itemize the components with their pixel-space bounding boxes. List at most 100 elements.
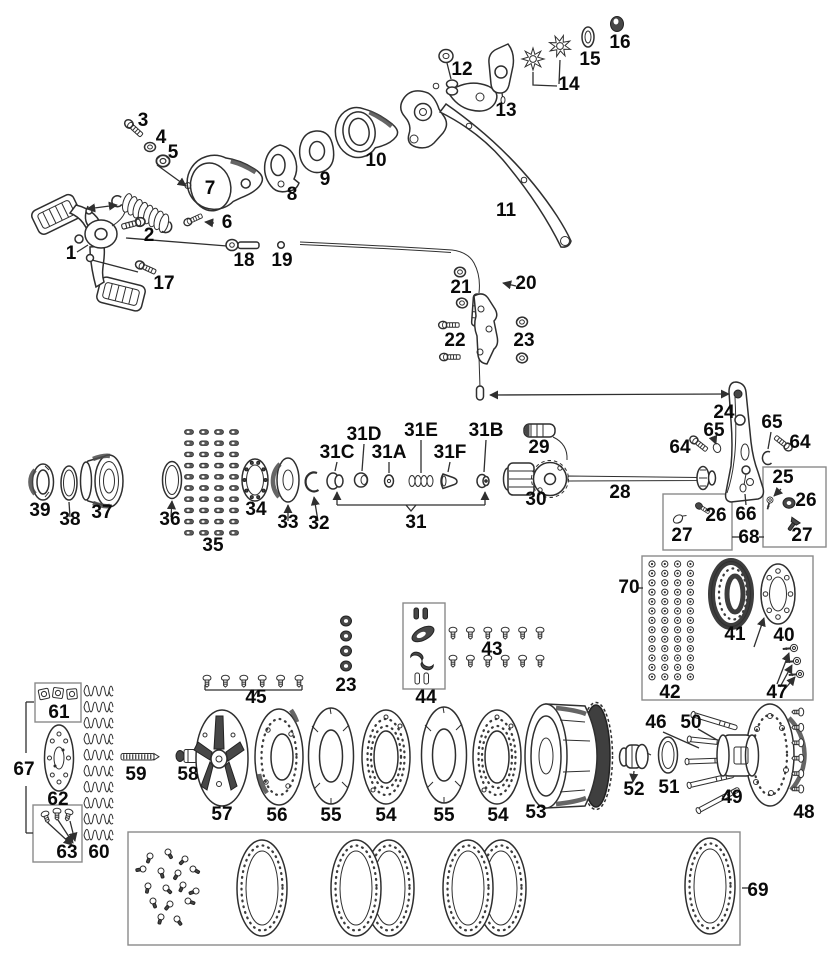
part-11-bracket-arm — [400, 82, 572, 248]
callout-46: 46 — [645, 712, 666, 733]
part-1-pedal-assembly — [31, 193, 146, 312]
part-49-hub — [684, 703, 807, 815]
part-42-ball-set — [648, 560, 694, 681]
leader-25 — [773, 486, 784, 497]
callout-37: 37 — [91, 502, 112, 523]
part-31F-keeper — [440, 473, 458, 490]
part-36-ring — [161, 460, 183, 500]
part-52-adjuster — [618, 743, 652, 783]
part-2-clutch-spring — [86, 193, 173, 234]
callout-1: 1 — [66, 243, 77, 264]
callout-27-left: 27 — [671, 525, 692, 546]
part-55-steel-plate-right — [420, 706, 468, 804]
part-31E-spring — [408, 475, 434, 487]
part-58-fitting — [175, 749, 198, 763]
part-27-clip-left — [672, 514, 687, 524]
callout-55-left: 55 — [320, 805, 342, 826]
callout-23-bottom: 23 — [335, 675, 356, 696]
callout-29: 29 — [528, 437, 549, 458]
callout-43: 43 — [481, 639, 502, 660]
group-boxes — [32, 466, 827, 946]
callout-33: 33 — [277, 512, 298, 533]
part-37-bearing-housing — [79, 453, 124, 509]
callout-24: 24 — [713, 402, 735, 423]
callout-48: 48 — [793, 802, 814, 823]
leader-17 — [91, 259, 139, 273]
leader-36 — [166, 500, 177, 518]
callout-53: 53 — [525, 802, 546, 823]
part-31B-nut — [476, 473, 490, 489]
part-14-sprockets — [521, 31, 575, 87]
part-10-cover — [334, 106, 399, 159]
callout-16: 16 — [609, 32, 630, 53]
callout-49: 49 — [721, 787, 742, 808]
part-30-release-gear — [502, 460, 569, 498]
callout-44: 44 — [415, 687, 437, 708]
part-13-pawl — [488, 43, 515, 104]
leader-32 — [310, 496, 320, 522]
callout-3: 3 — [138, 110, 149, 131]
box-44 — [402, 602, 446, 690]
part-16-nut — [610, 16, 624, 32]
part-23-nut-a — [515, 315, 529, 329]
part-38-washer — [60, 465, 78, 518]
callout-54-right: 54 — [487, 805, 509, 826]
callout-21: 21 — [450, 277, 472, 298]
callout-7: 7 — [205, 178, 216, 199]
callout-12: 12 — [451, 59, 472, 80]
callout-10: 10 — [365, 150, 386, 171]
callout-56: 56 — [266, 805, 287, 826]
callout-22: 22 — [444, 330, 465, 351]
part-57-pressure-plate — [193, 709, 249, 807]
callout-23-top: 23 — [513, 330, 534, 351]
callout-55-right: 55 — [433, 805, 455, 826]
leader-6 — [204, 218, 215, 228]
leader-65-right — [767, 431, 772, 450]
callout-15: 15 — [579, 49, 601, 70]
part-47-screws — [776, 639, 807, 691]
part-44-kit — [410, 607, 435, 685]
callout-64-right: 64 — [789, 432, 811, 453]
callout-39: 39 — [29, 500, 50, 521]
callout-8: 8 — [287, 184, 298, 205]
leader-cable-to-lever — [489, 389, 730, 400]
callout-62: 62 — [47, 789, 68, 810]
callout-6: 6 — [222, 212, 233, 233]
callout-25: 25 — [772, 467, 794, 488]
part-cable-bracket — [473, 293, 499, 365]
callout-65-right: 65 — [761, 412, 783, 433]
callout-19: 19 — [271, 250, 292, 271]
callout-31A: 31A — [372, 442, 407, 463]
bracket-45 — [204, 685, 303, 698]
box-70 — [641, 555, 814, 701]
callout-50: 50 — [680, 712, 701, 733]
part-21-nut-a — [453, 266, 467, 278]
callout-60: 60 — [88, 842, 109, 863]
part-33-disc — [270, 457, 300, 503]
leader-5-to-7 — [156, 164, 187, 187]
callout-65-left: 65 — [703, 420, 725, 441]
part-27-screw-right — [787, 516, 802, 531]
part-31D-nut — [353, 472, 369, 488]
callout-32: 32 — [308, 513, 329, 534]
callout-64-left: 64 — [669, 437, 691, 458]
callout-28: 28 — [609, 482, 630, 503]
part-35-roller-set — [184, 429, 239, 536]
callout-31D: 31D — [347, 424, 382, 445]
part-25-eyelet — [761, 494, 777, 511]
callout-11: 11 — [496, 200, 517, 221]
leader-65-left — [708, 434, 718, 445]
leader-46 — [662, 731, 700, 749]
part-cable-18-19-20 — [125, 237, 517, 401]
part-41-bearing — [708, 558, 754, 630]
part-9-gasket — [298, 130, 335, 174]
part-23-nut-column — [340, 615, 352, 672]
callout-59: 59 — [125, 764, 146, 785]
part-32-clip — [304, 471, 320, 493]
part-6-bolt — [182, 211, 205, 228]
part-66-stud — [739, 465, 751, 506]
callout-45: 45 — [245, 687, 267, 708]
part-21-nut-b — [454, 296, 470, 310]
callout-63: 63 — [56, 842, 77, 863]
